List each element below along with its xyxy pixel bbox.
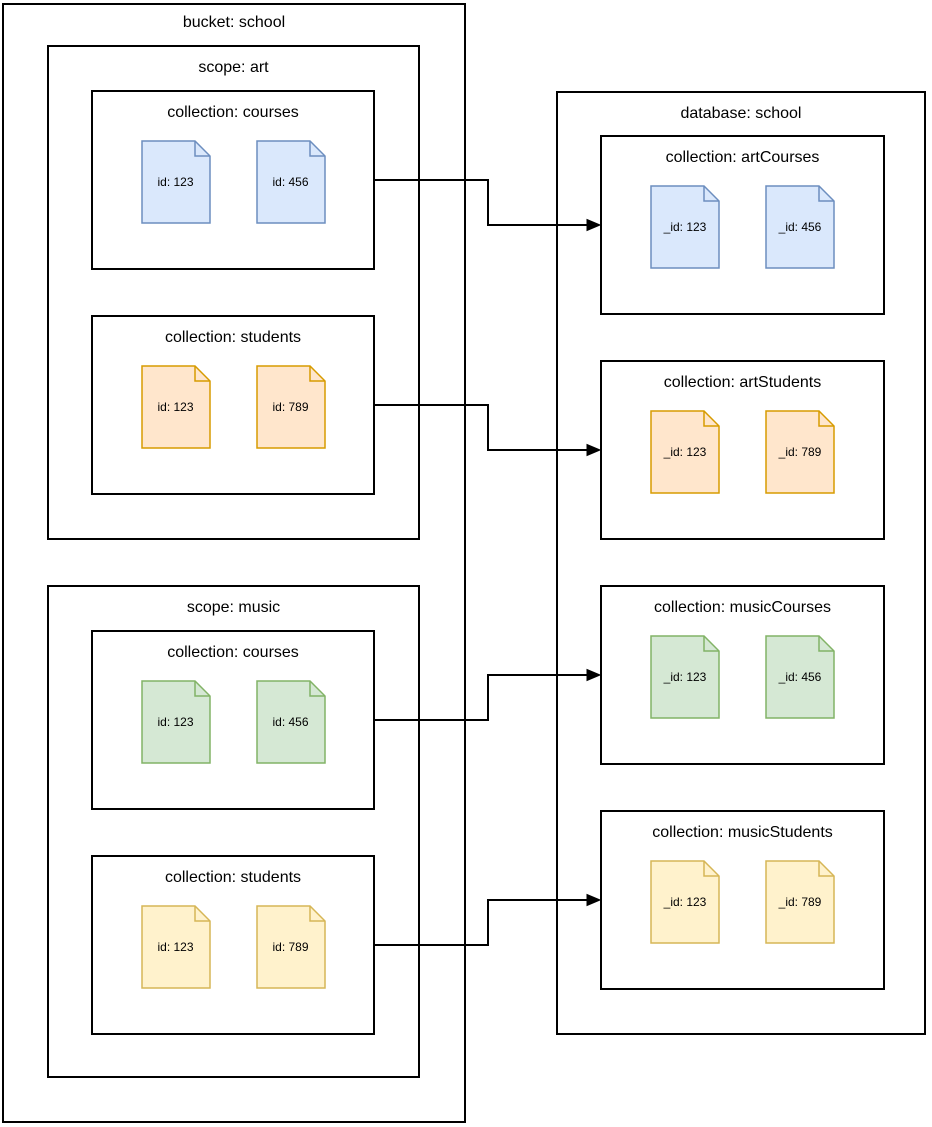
document-icon: id: 789 [255, 905, 326, 989]
collection-musicstudents-title: collection: musicStudents [652, 824, 833, 841]
document-id-label: _id: 789 [778, 895, 822, 909]
collection-artstudents-title: collection: artStudents [663, 374, 822, 391]
document-icon: id: 789 [255, 365, 326, 449]
collection-box-artstudents: collection: artStudents _id: 123 _id: 78… [600, 360, 885, 540]
database-box: database: school [556, 91, 926, 1035]
collection-art-students-title: collection: students [164, 329, 302, 346]
collection-artcourses-title: collection: artCourses [665, 149, 820, 166]
documents-row: _id: 123 _id: 789 [602, 860, 883, 944]
scope-box-music: scope: music [47, 585, 420, 1078]
document-icon: id: 123 [140, 905, 211, 989]
collection-art-courses-title: collection: courses [167, 104, 299, 121]
collection-box-music-courses: collection: courses id: 123 id: 456 [91, 630, 375, 810]
document-icon: _id: 456 [765, 635, 835, 719]
document-icon: id: 123 [140, 680, 211, 764]
documents-row: _id: 123 _id: 456 [602, 185, 883, 269]
documents-row: id: 123 id: 456 [93, 680, 373, 764]
document-id-label: id: 123 [157, 400, 194, 414]
document-id-label: id: 456 [272, 715, 309, 729]
document-icon: _id: 123 [650, 410, 720, 494]
scope-art-title: scope: art [198, 59, 269, 76]
document-icon: _id: 789 [765, 860, 835, 944]
collection-music-students-title: collection: students [164, 869, 302, 886]
scope-music-title: scope: music [186, 599, 281, 616]
documents-row: _id: 123 _id: 789 [602, 410, 883, 494]
document-icon: _id: 123 [650, 860, 720, 944]
collection-box-art-courses: collection: courses id: 123 id: 456 [91, 90, 375, 270]
documents-row: _id: 123 _id: 456 [602, 635, 883, 719]
document-icon: _id: 123 [650, 635, 720, 719]
document-icon: _id: 456 [765, 185, 835, 269]
document-id-label: id: 789 [272, 400, 309, 414]
collection-box-music-students: collection: students id: 123 id: 789 [91, 855, 375, 1035]
document-id-label: id: 123 [157, 175, 194, 189]
bucket-title: bucket: school [182, 14, 286, 31]
document-id-label: id: 456 [272, 175, 309, 189]
collection-box-musicstudents: collection: musicStudents _id: 123 _id: … [600, 810, 885, 990]
collection-music-courses-title: collection: courses [167, 644, 299, 661]
document-icon: id: 456 [255, 680, 326, 764]
scope-box-art: scope: art [47, 45, 420, 540]
documents-row: id: 123 id: 456 [93, 140, 373, 224]
document-id-label: id: 123 [157, 715, 194, 729]
bucket-box: bucket: school [2, 3, 466, 1123]
document-id-label: _id: 456 [778, 670, 822, 684]
document-icon: id: 456 [255, 140, 326, 224]
document-icon: id: 123 [140, 365, 211, 449]
document-id-label: _id: 123 [663, 670, 707, 684]
document-id-label: _id: 123 [663, 445, 707, 459]
collection-box-musiccourses: collection: musicCourses _id: 123 _id: 4… [600, 585, 885, 765]
document-id-label: id: 789 [272, 940, 309, 954]
collection-musiccourses-title: collection: musicCourses [654, 599, 831, 616]
document-id-label: _id: 123 [663, 895, 707, 909]
database-title: database: school [680, 105, 802, 122]
document-id-label: id: 123 [157, 940, 194, 954]
collection-box-artcourses: collection: artCourses _id: 123 _id: 456 [600, 135, 885, 315]
documents-row: id: 123 id: 789 [93, 365, 373, 449]
document-id-label: _id: 789 [778, 445, 822, 459]
document-id-label: _id: 123 [663, 220, 707, 234]
document-icon: _id: 789 [765, 410, 835, 494]
documents-row: id: 123 id: 789 [93, 905, 373, 989]
collection-box-art-students: collection: students id: 123 id: 789 [91, 315, 375, 495]
document-id-label: _id: 456 [778, 220, 822, 234]
document-icon: _id: 123 [650, 185, 720, 269]
document-icon: id: 123 [140, 140, 211, 224]
